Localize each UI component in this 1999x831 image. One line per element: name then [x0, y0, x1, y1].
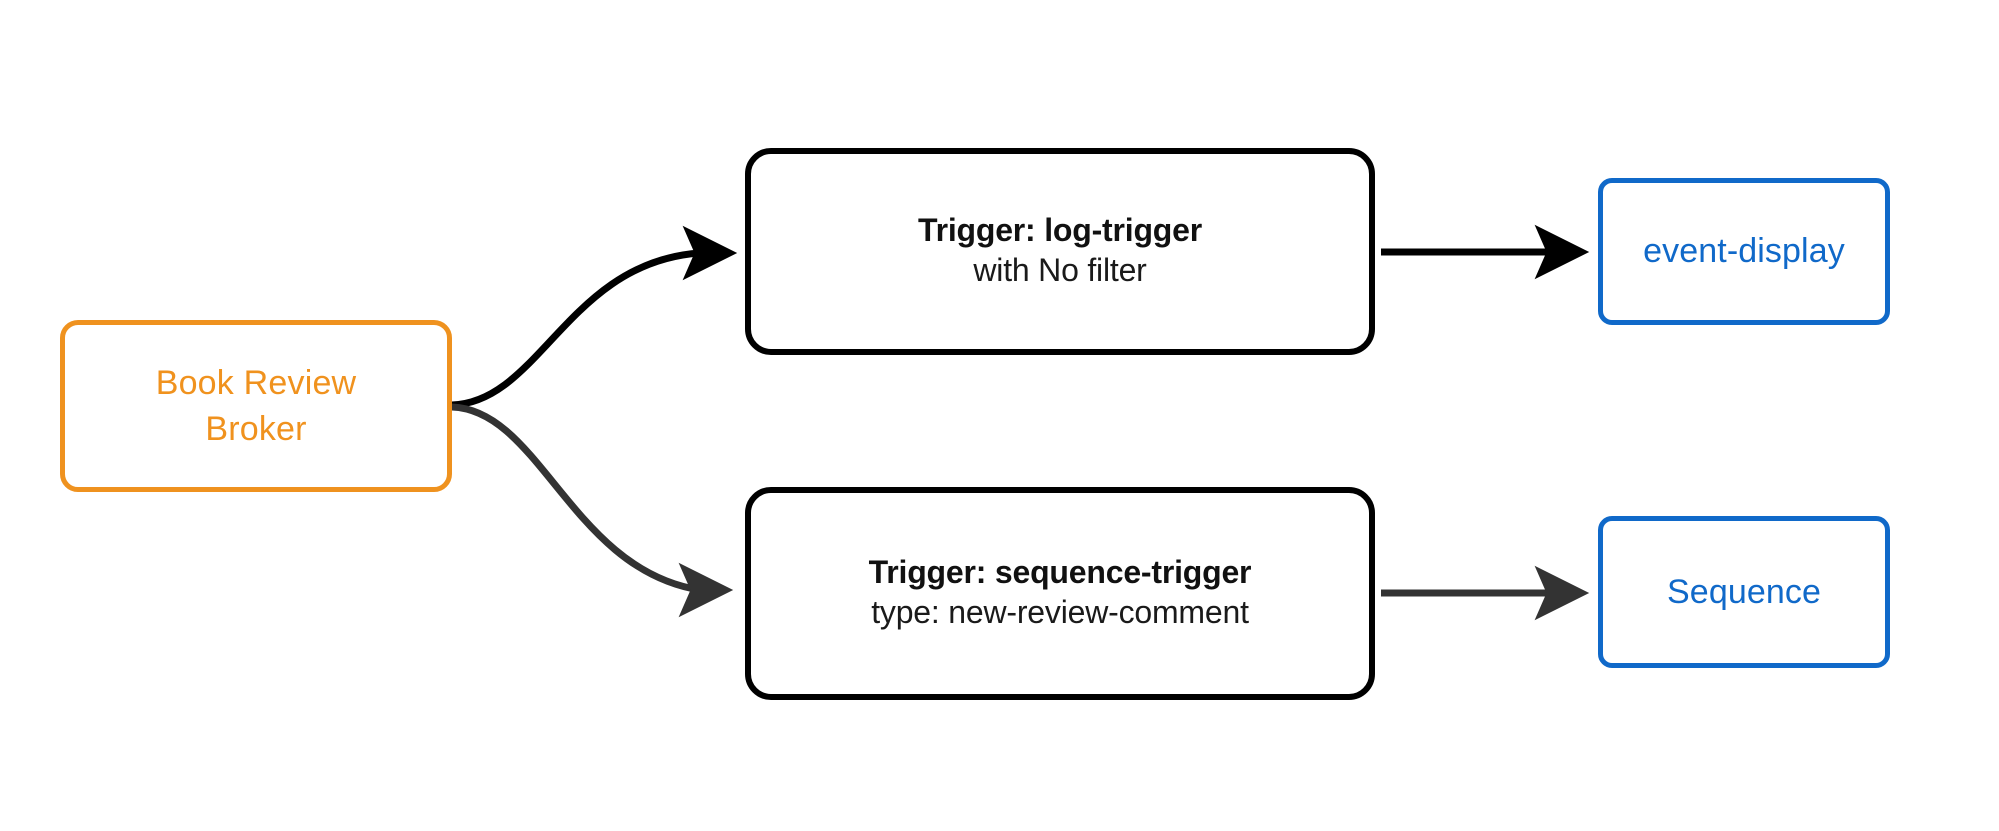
sequence-trigger-title: Trigger: sequence-trigger	[868, 554, 1252, 591]
log-trigger-title: Trigger: log-trigger	[917, 212, 1202, 249]
node-book-review-broker[interactable]: Book Review Broker	[60, 320, 452, 492]
node-log-trigger[interactable]: Trigger: log-trigger with No filter	[745, 148, 1375, 355]
node-sequence[interactable]: Sequence	[1598, 516, 1890, 668]
event-display-label: event-display	[1643, 232, 1845, 271]
edge-broker-to-sequence-trigger	[448, 403, 734, 618]
sequence-trigger-subtitle: type: new-review-comment	[871, 594, 1249, 631]
log-trigger-subtitle: with No filter	[973, 252, 1147, 289]
sequence-label: Sequence	[1667, 572, 1821, 611]
node-event-display[interactable]: event-display	[1598, 178, 1890, 325]
node-sequence-trigger[interactable]: Trigger: sequence-trigger type: new-revi…	[745, 487, 1375, 700]
broker-label-line2: Broker	[205, 410, 307, 448]
edge-broker-to-log-trigger	[448, 225, 738, 409]
broker-label-line1: Book Review	[155, 363, 357, 402]
